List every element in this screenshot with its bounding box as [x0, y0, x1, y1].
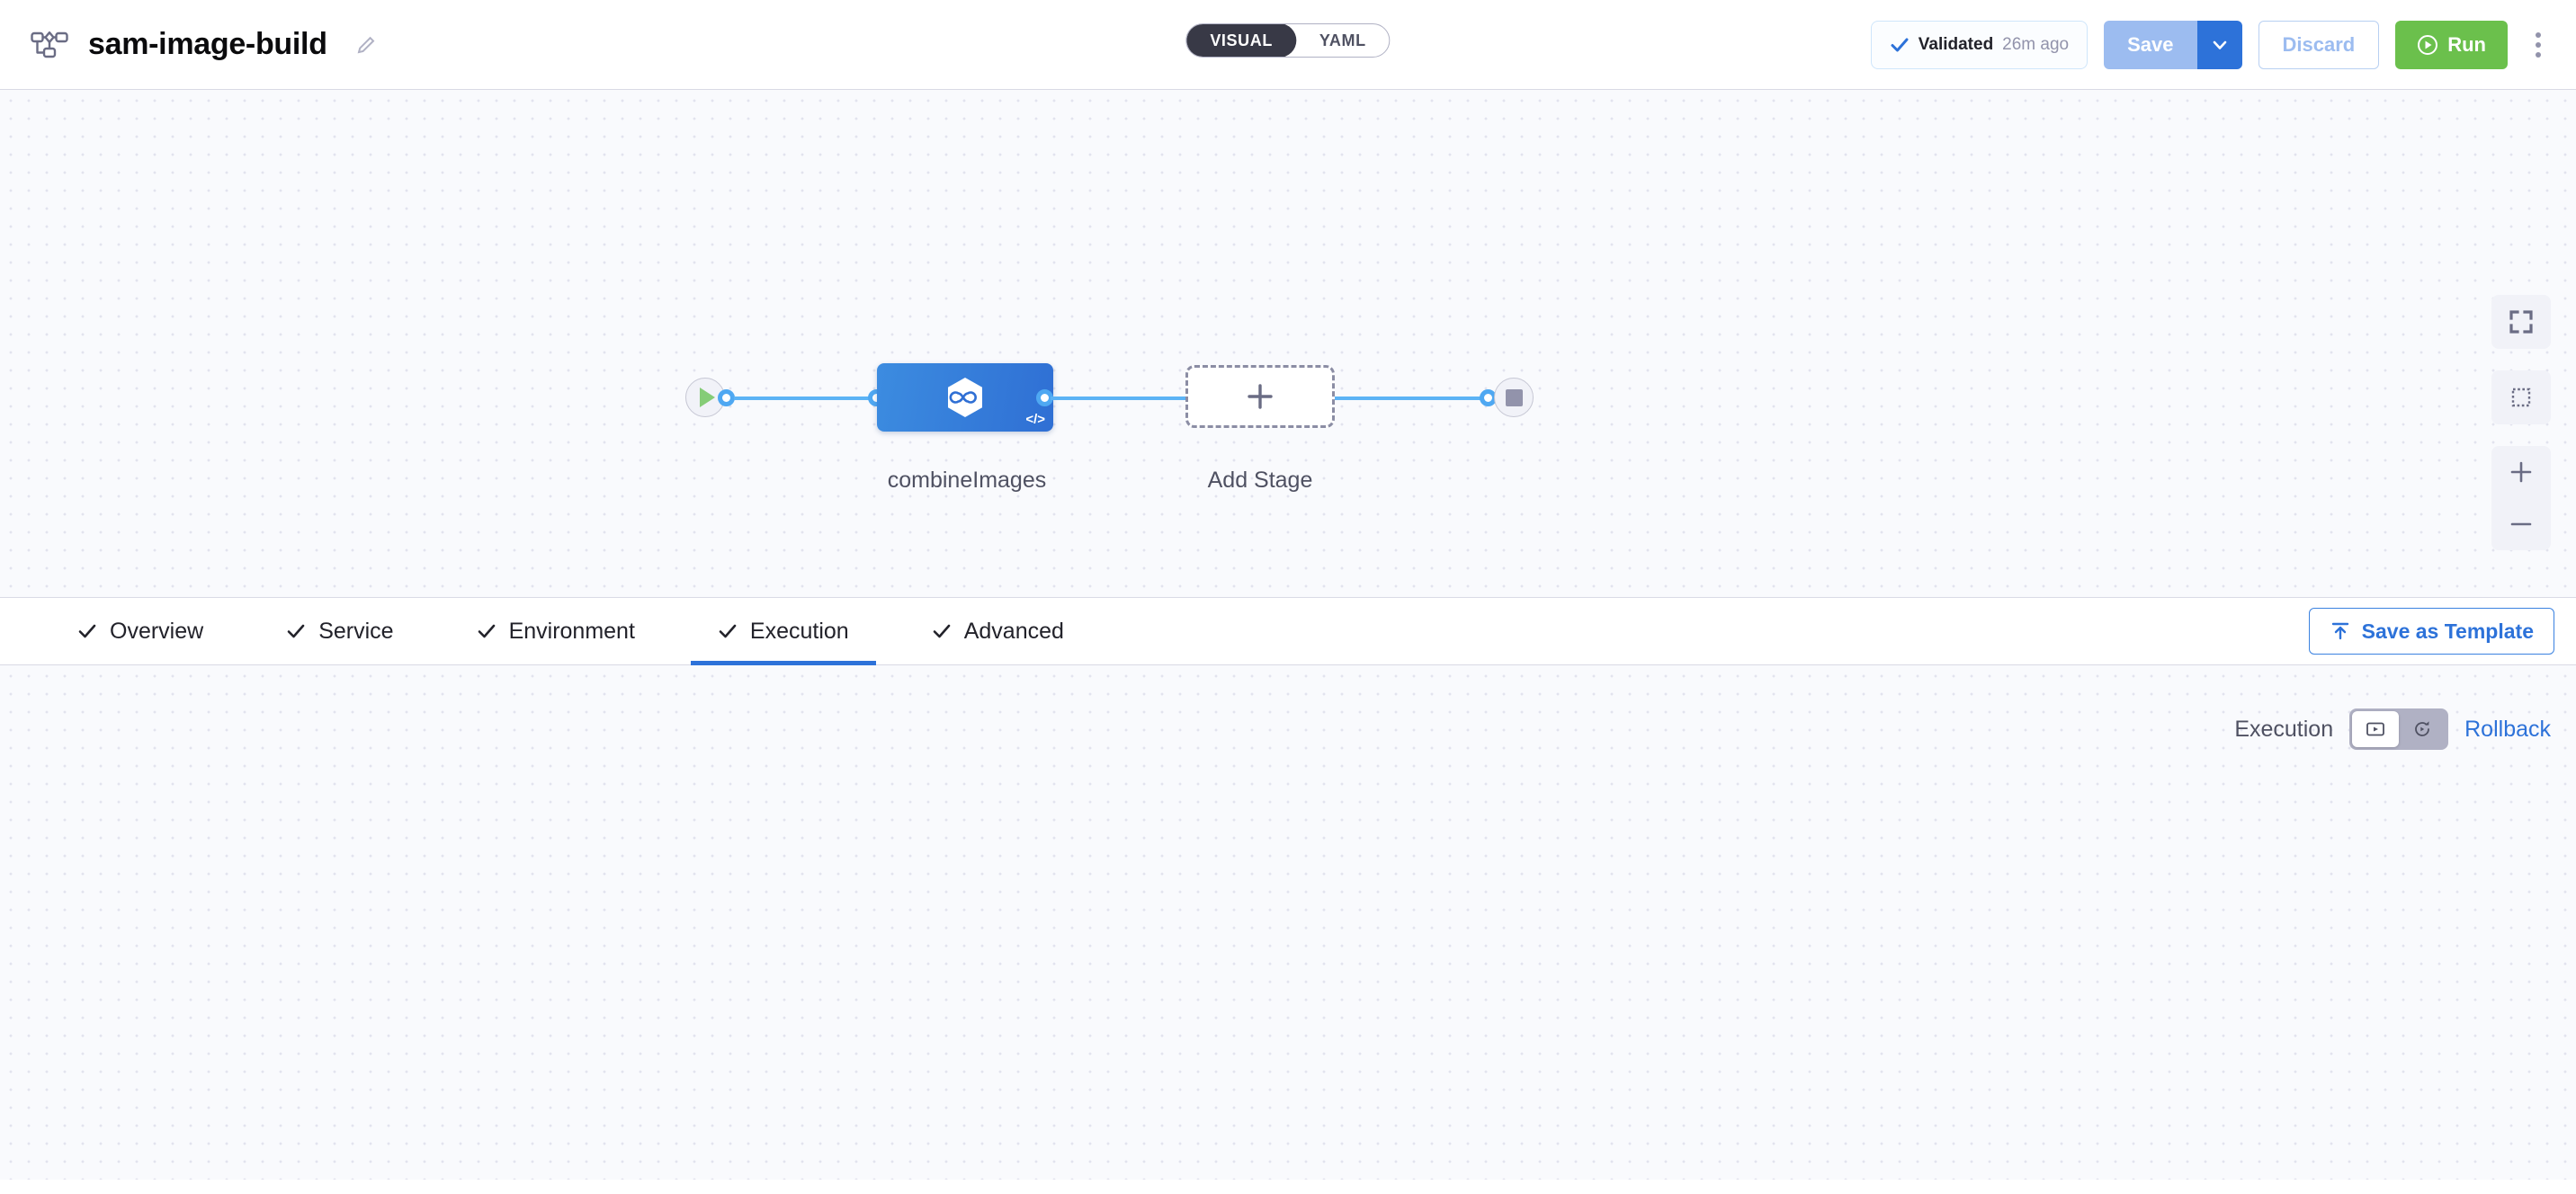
play-circle-icon: [2417, 34, 2438, 56]
zoom-in-button[interactable]: [2491, 446, 2551, 498]
link-stage-to-addstage: [1051, 397, 1187, 400]
harness-infinity-icon: [948, 378, 982, 417]
tab-service-label: Service: [318, 618, 394, 644]
add-stage-button[interactable]: [1185, 365, 1335, 428]
play-box-icon[interactable]: [2352, 711, 2400, 747]
template-upload-icon: [2331, 622, 2348, 640]
tab-advanced[interactable]: Advanced: [905, 597, 1091, 665]
run-label: Run: [2447, 32, 2486, 56]
save-button[interactable]: Save: [2104, 20, 2197, 69]
check-icon: [287, 624, 305, 638]
pipeline-end-node[interactable]: [1494, 378, 1534, 417]
execution-toggle-label: Execution: [2234, 716, 2334, 742]
app-header: sam-image-build VISUAL YAML Validated 26…: [0, 0, 2576, 90]
save-split-button[interactable]: Save: [2104, 20, 2242, 69]
zoom-out-button[interactable]: [2491, 498, 2551, 550]
view-mode-toggle[interactable]: VISUAL YAML: [1185, 23, 1391, 58]
rollback-circle-icon[interactable]: [2399, 711, 2446, 747]
check-icon: [1890, 35, 1910, 55]
minus-icon: [2510, 522, 2532, 526]
header-actions: Validated 26m ago Save Discard Run: [1870, 20, 2551, 69]
tab-service[interactable]: Service: [259, 597, 420, 665]
execution-rollback-switch[interactable]: [2349, 708, 2449, 750]
tab-execution-label: Execution: [749, 618, 849, 644]
zoom-in-out-group[interactable]: [2491, 446, 2551, 550]
toggle-yaml[interactable]: YAML: [1319, 31, 1366, 49]
validated-label: Validated: [1918, 34, 1994, 54]
link-start-to-stage: [734, 397, 878, 400]
tab-advanced-label: Advanced: [963, 618, 1064, 644]
plus-icon: [1248, 384, 1273, 409]
validated-time: 26m ago: [2002, 34, 2070, 54]
tab-environment-label: Environment: [508, 618, 635, 644]
tab-overview[interactable]: Overview: [50, 597, 230, 665]
tab-environment[interactable]: Environment: [450, 597, 662, 665]
execution-rollback-toolbar[interactable]: Execution Rollback: [2234, 708, 2551, 750]
status-badge: Validated 26m ago: [1870, 20, 2089, 69]
check-icon: [719, 624, 737, 638]
kebab-menu-icon[interactable]: [2526, 27, 2551, 63]
run-button[interactable]: Run: [2395, 20, 2508, 69]
start-connector-dot[interactable]: [718, 389, 735, 406]
stage-node-combineimages[interactable]: </>: [877, 363, 1053, 432]
stage-canvas[interactable]: </> combineImages Add Stage: [0, 90, 2576, 597]
play-icon: [699, 388, 715, 407]
stage-code-badge: </>: [1025, 412, 1045, 427]
marquee-select-icon[interactable]: [2491, 370, 2551, 424]
canvas-zoom-controls[interactable]: [2491, 295, 2551, 550]
execution-canvas[interactable]: Execution Rollback k8s-s: [0, 665, 2576, 1180]
fit-screen-icon[interactable]: [2491, 295, 2551, 349]
tab-overview-label: Overview: [110, 618, 204, 644]
stop-icon: [1505, 388, 1523, 406]
pencil-edit-icon[interactable]: [347, 33, 378, 57]
link-addstage-to-end: [1335, 397, 1497, 400]
check-icon: [78, 624, 96, 638]
header-left-group: sam-image-build: [31, 27, 378, 62]
toggle-visual[interactable]: VISUAL: [1186, 24, 1296, 57]
check-icon: [478, 624, 495, 638]
plus-icon: [2510, 461, 2532, 483]
chevron-down-icon[interactable]: [2196, 20, 2242, 69]
page-title: sam-image-build: [88, 27, 327, 61]
save-as-template-label: Save as Template: [2361, 619, 2534, 643]
tab-execution[interactable]: Execution: [690, 597, 876, 665]
save-as-template-button[interactable]: Save as Template: [2308, 608, 2554, 655]
add-stage-label: Add Stage: [1207, 468, 1313, 493]
rollback-toggle-label: Rollback: [2464, 716, 2551, 742]
check-icon: [933, 624, 951, 638]
discard-button[interactable]: Discard: [2258, 20, 2380, 69]
pipeline-flow-icon: [31, 30, 68, 60]
stage-config-tabs[interactable]: Overview Service Environment Execution A…: [0, 597, 2576, 665]
stage-label: combineImages: [887, 468, 1047, 493]
